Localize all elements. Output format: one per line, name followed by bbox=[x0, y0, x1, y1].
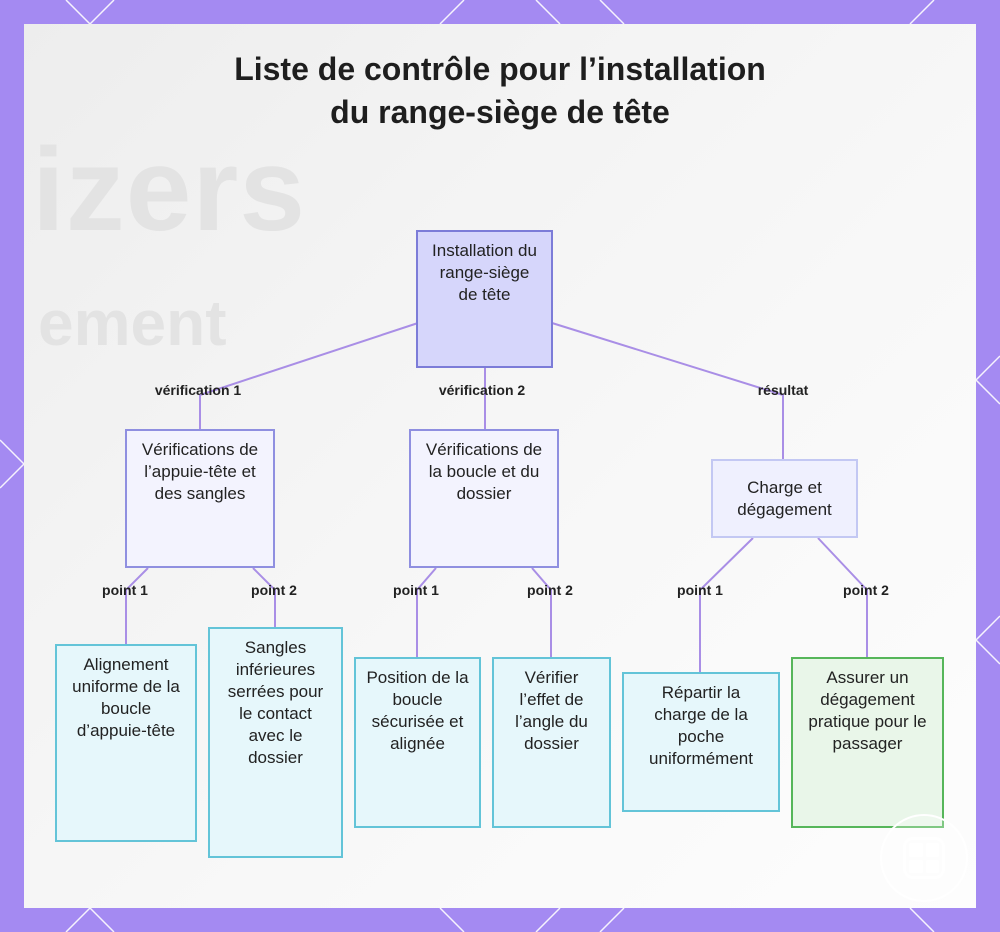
node-label: Alignement uniforme de la boucle d’appui… bbox=[72, 655, 180, 740]
node-label: Répartir la charge de la poche uniformém… bbox=[649, 683, 753, 768]
edge-label: point 2 bbox=[527, 582, 573, 598]
node-mid-3: Charge et dégagement bbox=[711, 459, 858, 538]
node-mid-2: Vérifications de la boucle et du dossier bbox=[409, 429, 559, 568]
logo-square bbox=[903, 837, 945, 879]
node-label: Sangles inférieures serrées pour le cont… bbox=[227, 638, 324, 767]
node-label: Installation du range-siège de tête bbox=[432, 241, 537, 304]
node-leaf-6: Assurer un dégagement pratique pour le p… bbox=[791, 657, 944, 828]
edge-mid1-leaf2 bbox=[252, 567, 276, 628]
node-mid-1: Vérifications de l’appuie-tête et des sa… bbox=[125, 429, 275, 568]
edge-mid1-leaf1 bbox=[125, 567, 149, 645]
node-leaf-1: Alignement uniforme de la boucle d’appui… bbox=[55, 644, 197, 842]
edge-mid2-leaf4 bbox=[531, 567, 552, 658]
background-text: ement bbox=[38, 287, 227, 359]
app-grid-icon bbox=[880, 814, 968, 902]
node-label: Charge et dégagement bbox=[737, 477, 832, 519]
edge-label: point 1 bbox=[393, 582, 439, 598]
edge-root-mid3 bbox=[551, 322, 784, 460]
edge-mid3-leaf6 bbox=[817, 537, 868, 658]
edge-label: vérification 1 bbox=[154, 382, 242, 398]
edge-label: point 2 bbox=[251, 582, 297, 598]
node-leaf-3: Position de la boucle sécurisée et align… bbox=[354, 657, 481, 828]
background-text: izers bbox=[32, 124, 306, 256]
node-label: Assurer un dégagement pratique pour le p… bbox=[808, 668, 927, 753]
node-leaf-2: Sangles inférieures serrées pour le cont… bbox=[208, 627, 343, 858]
edge-label: point 2 bbox=[843, 582, 889, 598]
edge-label: vérification 2 bbox=[438, 382, 526, 398]
node-leaf-5: Répartir la charge de la poche uniformém… bbox=[622, 672, 780, 812]
node-label: Vérifications de l’appuie-tête et des sa… bbox=[141, 440, 259, 503]
node-root: Installation du range-siège de tête bbox=[416, 230, 553, 368]
edge-label: point 1 bbox=[102, 582, 148, 598]
node-label: Position de la boucle sécurisée et align… bbox=[366, 668, 469, 753]
node-leaf-4: Vérifier l’effet de l’angle du dossier bbox=[492, 657, 611, 828]
edge-mid3-leaf5 bbox=[699, 537, 754, 673]
node-label: Vérifications de la boucle et du dossier bbox=[425, 440, 543, 503]
edge-label: point 1 bbox=[677, 582, 723, 598]
edge-label: résultat bbox=[757, 382, 809, 398]
diagram-title: Liste de contrôle pour l’installation du… bbox=[234, 51, 766, 130]
node-label: Vérifier l’effet de l’angle du dossier bbox=[515, 668, 588, 753]
edge-mid2-leaf3 bbox=[416, 567, 437, 658]
edge-root-mid1 bbox=[199, 322, 419, 430]
